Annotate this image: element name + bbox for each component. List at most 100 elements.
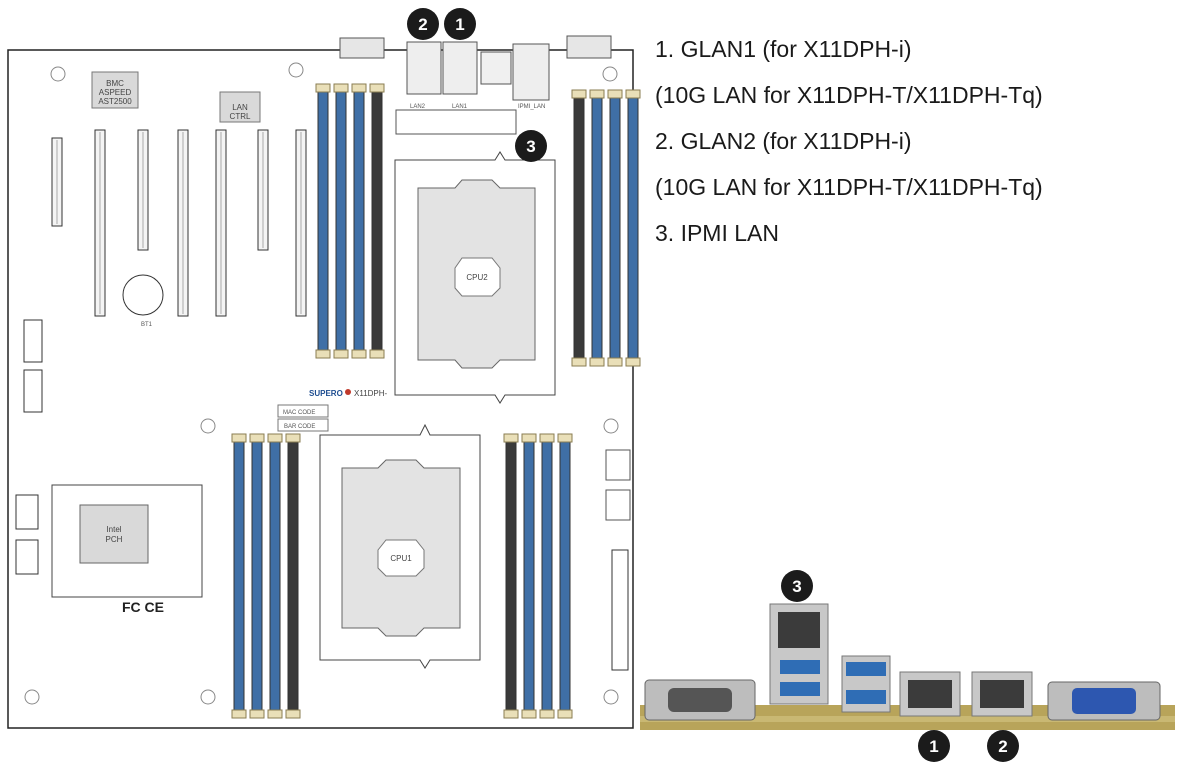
dimm-latch — [333, 83, 349, 93]
dimm-latch — [249, 433, 265, 443]
dimm-latch — [503, 709, 519, 719]
board-ipmi-usb-jack — [512, 43, 550, 101]
ipmi-lan-label: IPMI_LAN — [518, 104, 545, 110]
dimm-latch — [625, 89, 641, 99]
dimm-latch — [285, 709, 301, 719]
atx-power-connector — [611, 549, 629, 671]
legend-line-glan2-10g: (10G LAN for X11DPH-T/X11DPH-Tq) — [655, 174, 1043, 200]
board-lan1-jack — [442, 41, 478, 95]
dimm-slot — [335, 89, 347, 351]
callout-io-ipmi — [781, 570, 813, 602]
dimm-latch — [369, 83, 385, 93]
model-text: X11DPH- — [354, 389, 388, 398]
cpu1-label: CPU1 — [390, 554, 412, 563]
dimm-latch — [351, 349, 367, 359]
dimm-slot — [269, 439, 281, 711]
dimm-latch — [521, 709, 537, 719]
callout-board-ipmi — [515, 130, 547, 162]
io-lan2-port — [980, 680, 1024, 708]
cpu2-center — [454, 257, 501, 297]
dimm-group-lower-right — [503, 433, 573, 719]
dimm-latch — [557, 709, 573, 719]
dimm-slot — [251, 439, 263, 711]
dimm-latch — [521, 433, 537, 443]
dimm-latch — [539, 433, 555, 443]
io-vga-port — [1072, 688, 1136, 714]
dimm-slot — [541, 439, 553, 711]
dimm-latch — [315, 83, 331, 93]
dimm-latch — [249, 709, 265, 719]
dimm-latch — [625, 357, 641, 367]
dimm-latch — [607, 357, 623, 367]
mac-code: MAC CODE — [283, 410, 315, 416]
io-usb-port-1 — [780, 660, 820, 674]
dimm-latch — [607, 89, 623, 99]
io-ipmi-lan-port — [778, 612, 820, 648]
dimm-latch — [589, 357, 605, 367]
callout-board-lan1 — [444, 8, 476, 40]
dimm-slot — [317, 89, 329, 351]
fcc-ce-mark: FC CE — [122, 599, 164, 615]
bar-code: BAR CODE — [284, 424, 315, 430]
legend-line-glan2: 2. GLAN2 (for X11DPH-i) — [655, 128, 912, 154]
io-usb-port-3 — [846, 662, 886, 676]
board-vga-port — [566, 35, 612, 59]
board-lan2-jack — [406, 41, 442, 95]
battery — [122, 274, 164, 316]
aux-power-2 — [605, 489, 631, 521]
pcie-slot-keys — [56, 132, 302, 314]
lan1-label: LAN1 — [452, 104, 468, 110]
lan2-label: LAN2 — [410, 104, 426, 110]
sata-ports — [15, 319, 43, 575]
dimm-latch — [571, 357, 587, 367]
lan-ctrl-chip — [219, 91, 261, 123]
dimm-group-lower-left — [231, 433, 301, 719]
dimm-latch — [333, 349, 349, 359]
battery-label: BT1 — [141, 322, 153, 328]
legend-line-glan1: 1. GLAN1 (for X11DPH-i) — [655, 36, 912, 62]
dimm-slot — [233, 439, 245, 711]
io-usb-port-4 — [846, 690, 886, 704]
dimm-slot — [353, 89, 365, 351]
callout-io-lan1 — [918, 730, 950, 762]
dimm-latch — [557, 433, 573, 443]
dimm-slot — [573, 95, 585, 359]
dimm-latch — [571, 89, 587, 99]
dimm-latch — [267, 433, 283, 443]
dimm-slot — [609, 95, 621, 359]
legend-line-ipmi-lan: 3. IPMI LAN — [655, 220, 779, 246]
dimm-latch — [369, 349, 385, 359]
callout-board-lan2 — [407, 8, 439, 40]
board-usb-stack — [480, 51, 512, 85]
cpu1-center — [377, 539, 425, 577]
dimm-latch — [285, 433, 301, 443]
dimm-group-upper-left — [315, 83, 385, 359]
dimm-slot — [559, 439, 571, 711]
io-com-port — [668, 688, 732, 712]
callout-board-lan2-number: 2 — [418, 15, 427, 34]
dimm-slot — [523, 439, 535, 711]
io-lan1-port — [908, 680, 952, 708]
dimm-slot — [627, 95, 639, 359]
mac-code-box — [277, 404, 329, 418]
bmc-chip — [91, 71, 139, 109]
callout-io-ipmi-number: 3 — [792, 577, 801, 596]
cpu2-label: CPU2 — [466, 273, 488, 282]
pch-chip — [79, 504, 149, 564]
dimm-slot — [505, 439, 517, 711]
bar-code-box — [277, 418, 329, 432]
brand-logo: SUPERO — [309, 389, 343, 398]
dimm-latch — [589, 89, 605, 99]
brand-logo-dot — [345, 389, 351, 395]
callout-board-lan1-number: 1 — [455, 15, 464, 34]
callout-io-lan2 — [987, 730, 1019, 762]
dimm-latch — [231, 433, 247, 443]
mounting-holes — [24, 62, 619, 705]
dimm-latch — [231, 709, 247, 719]
dimm-slot — [287, 439, 299, 711]
dimm-latch — [503, 433, 519, 443]
dimm-slot — [371, 89, 383, 351]
